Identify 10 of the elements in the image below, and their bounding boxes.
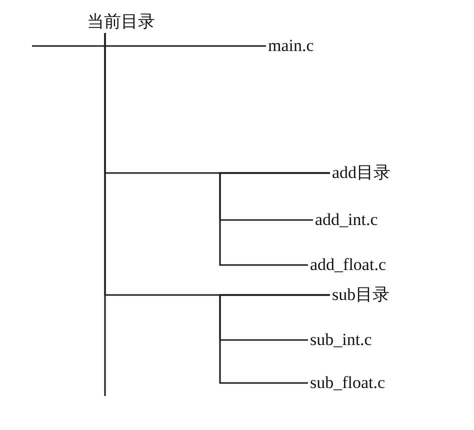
- tree-item-label: add目录: [330, 162, 393, 184]
- tree-item-label: add_float.c: [308, 254, 388, 276]
- tree-item-label: sub_float.c: [308, 372, 388, 394]
- tree-item-label: sub_int.c: [308, 329, 374, 351]
- tree-item-label: add_int.c: [313, 209, 380, 231]
- tree-connector: [219, 172, 330, 266]
- root-folder-label: 当前目录: [85, 11, 157, 33]
- tree-item-label: sub目录: [330, 284, 392, 306]
- tree-item-label: main.c: [266, 35, 316, 57]
- tree-connector: [219, 294, 330, 384]
